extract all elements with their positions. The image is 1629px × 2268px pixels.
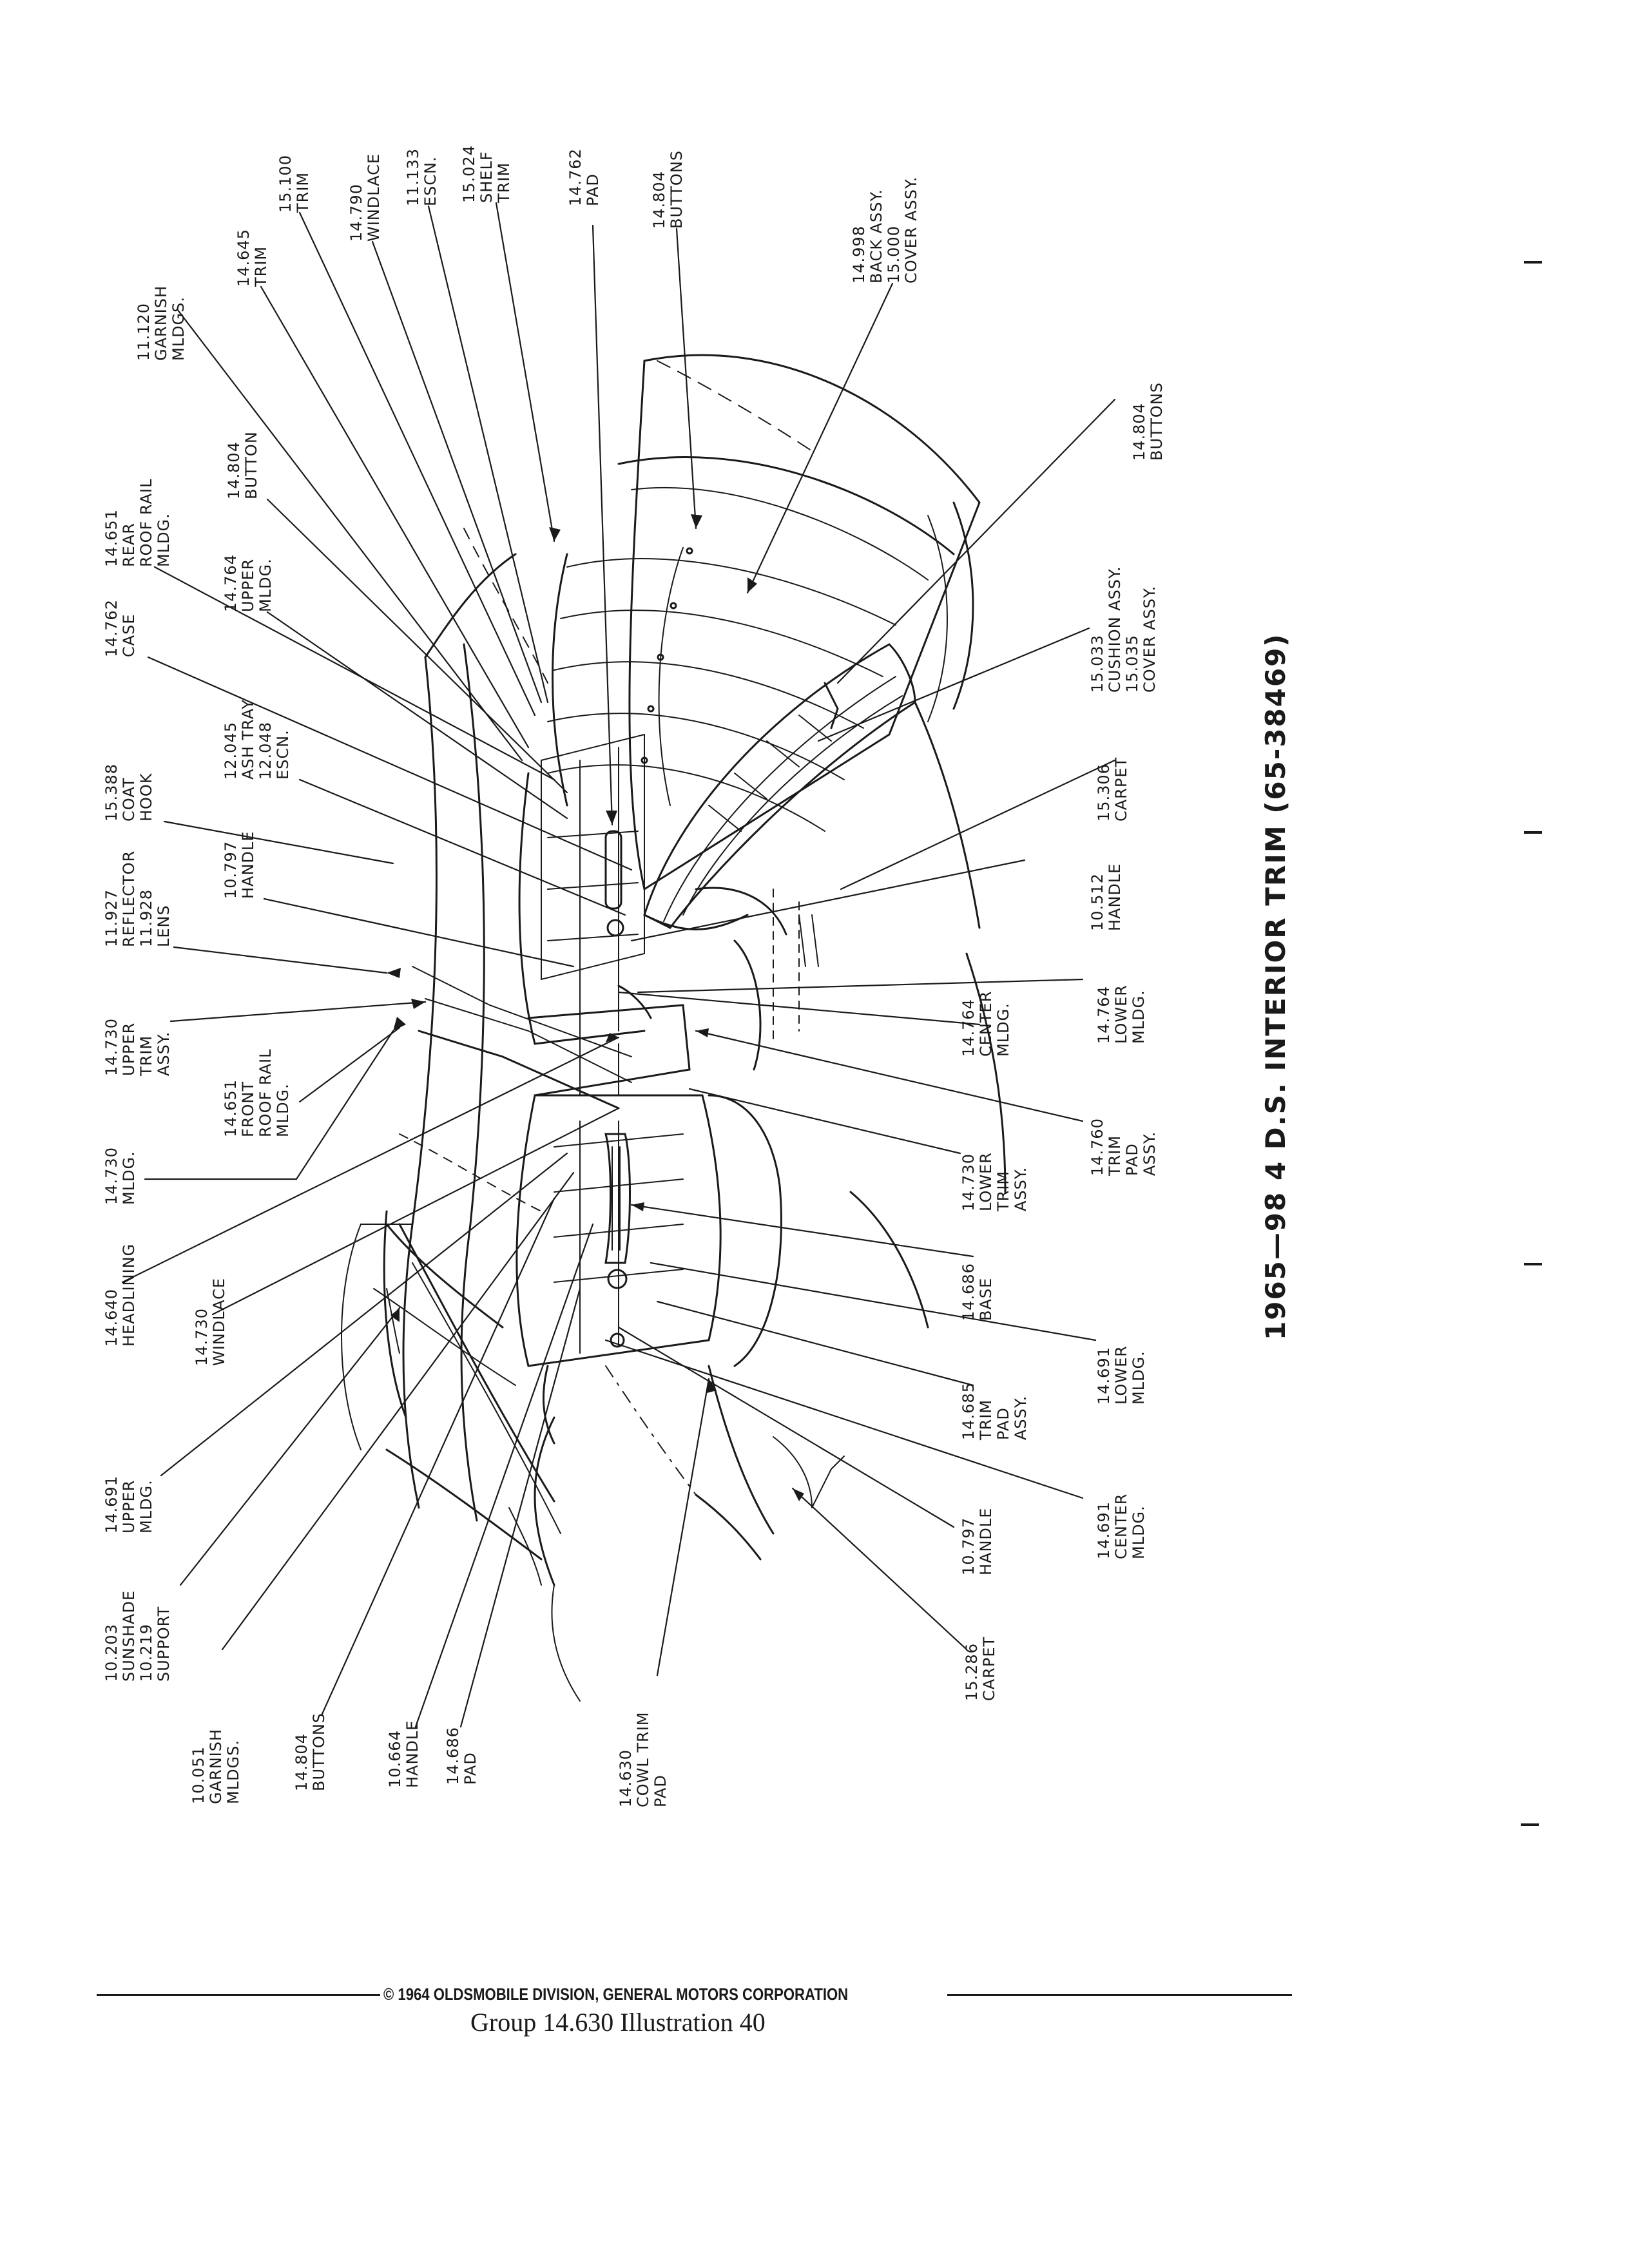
footer-rule-left [97, 1994, 380, 1996]
margin-mark [1521, 1823, 1539, 1826]
margin-mark [1524, 831, 1542, 834]
margin-mark [1524, 261, 1542, 264]
rear-seat-cushion-drawing [643, 643, 981, 930]
leader-lines [121, 202, 1116, 1728]
copyright-notice: © 1964 OLDSMOBILE DIVISION, GENERAL MOTO… [383, 1984, 849, 2004]
leader-arrowheads [387, 514, 804, 1501]
diagram-title: 1965—98 4 D.S. INTERIOR TRIM (65-38469) [1260, 633, 1291, 1340]
rear-seat-back-drawing [547, 354, 981, 891]
door-panels-drawing [516, 733, 800, 1445]
margin-mark [1524, 1263, 1542, 1265]
group-illustration-caption: Group 14.630 Illustration 40 [470, 2008, 766, 2037]
footer-rule-right [947, 1994, 1292, 1996]
floor-and-cowl-drawing [383, 914, 1007, 1586]
